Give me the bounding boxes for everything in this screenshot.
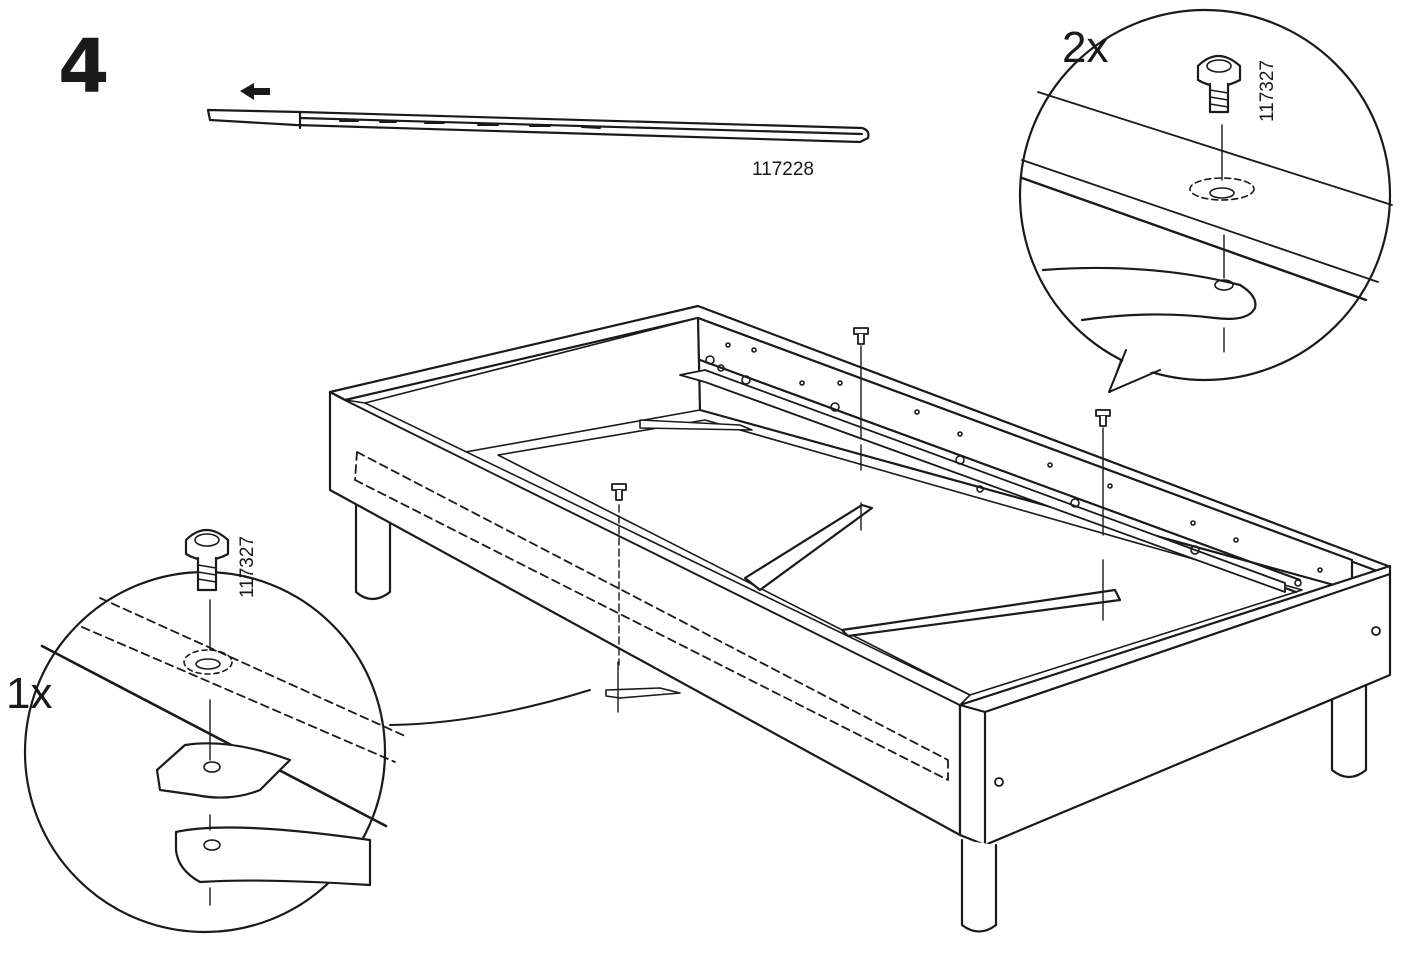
- callout-bottom-left: [23, 528, 591, 934]
- slat-part: [206, 108, 870, 144]
- bed-frame: [328, 304, 1392, 933]
- slat-part-number: 117228: [752, 159, 814, 180]
- screw-icon: [611, 327, 1111, 666]
- quantity-label-bottom-left: 1x: [6, 669, 53, 718]
- screw-part-number-bottom-left: 117327: [237, 536, 258, 598]
- callout-top-right: [1018, 8, 1393, 393]
- screw-icon: [184, 528, 230, 592]
- step-number: 4: [58, 24, 110, 110]
- screw-part-number-top-right: 117327: [1257, 60, 1278, 122]
- screw-icon: [1196, 54, 1242, 114]
- left-arrow-icon: [240, 83, 270, 100]
- quantity-label-top-right: 2x: [1062, 23, 1109, 72]
